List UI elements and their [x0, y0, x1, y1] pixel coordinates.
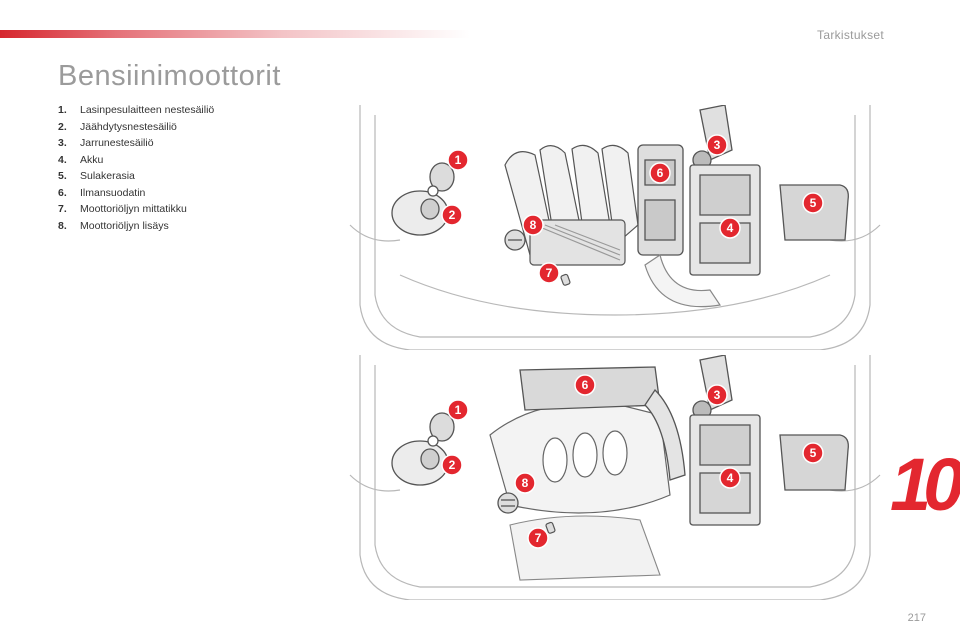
svg-text:1: 1: [455, 153, 462, 167]
callout-8: 8: [514, 472, 536, 494]
section-title: Tarkistukset: [817, 28, 884, 42]
oil-filler-cap: [497, 492, 519, 514]
legend-number: 8.: [58, 219, 67, 232]
page-title: Bensiinimoottorit: [58, 60, 281, 92]
legend-number: 6.: [58, 186, 67, 199]
header-accent-bar: [0, 30, 470, 38]
air-filter-box: [637, 144, 684, 256]
engine-diagram-bottom: 1 2 3 4 5 6 7 8: [349, 355, 881, 600]
engine-block: [504, 144, 639, 266]
callout-7: 7: [527, 527, 549, 549]
callout-6: 6: [649, 162, 671, 184]
washer-reservoir: [391, 412, 455, 486]
svg-text:2: 2: [449, 458, 456, 472]
legend-number: 7.: [58, 203, 67, 215]
svg-text:3: 3: [714, 388, 721, 402]
legend-item: 5. Sulakerasia: [58, 168, 214, 185]
intake-hose: [644, 254, 722, 308]
svg-text:3: 3: [714, 138, 721, 152]
legend-item: 3. Jarrunestesäiliö: [58, 135, 214, 152]
svg-text:6: 6: [582, 378, 589, 392]
callout-5: 5: [802, 192, 824, 214]
callout-1: 1: [447, 399, 469, 421]
engine-diagram-top: 1 2 3 4 5 6 7 8: [349, 105, 881, 350]
callout-3: 3: [706, 134, 728, 156]
legend-number: 5.: [58, 170, 67, 182]
dipstick-handle: [545, 521, 556, 534]
component-legend: 1. Lasinpesulaitteen nestesäiliö 2. Jäähdy…: [58, 102, 214, 234]
svg-text:1: 1: [455, 403, 462, 417]
callout-8: 8: [522, 214, 544, 236]
legend-item: 8. Moottoriöljyn lisäys: [58, 218, 214, 235]
legend-item: 2. Jäähdytysnestesäiliö: [58, 119, 214, 136]
legend-label: Jäähdytysnestesäiliö: [80, 120, 177, 133]
page-number: 217: [907, 612, 926, 624]
legend-number: 3.: [58, 137, 67, 149]
svg-text:4: 4: [727, 221, 734, 235]
legend-label: Akku: [80, 153, 104, 166]
callout-6: 6: [574, 374, 596, 396]
dipstick-handle: [560, 273, 571, 286]
legend-label: Moottoriöljyn lisäys: [80, 219, 169, 232]
svg-text:5: 5: [810, 196, 817, 210]
svg-text:8: 8: [522, 476, 529, 490]
legend-label: Jarrunestesäiliö: [80, 137, 154, 149]
svg-text:7: 7: [546, 266, 553, 280]
callout-4: 4: [719, 217, 741, 239]
callout-1: 1: [447, 149, 469, 171]
callout-2: 2: [441, 454, 463, 476]
svg-text:4: 4: [727, 471, 734, 485]
legend-item: 1. Lasinpesulaitteen nestesäiliö: [58, 102, 214, 119]
legend-label: Moottoriöljyn mittatikku: [80, 203, 187, 215]
callout-3: 3: [706, 384, 728, 406]
svg-text:8: 8: [530, 218, 537, 232]
lower-engine: [509, 515, 661, 581]
legend-label: Lasinpesulaitteen nestesäiliö: [80, 104, 215, 116]
callout-7: 7: [538, 262, 560, 284]
svg-text:2: 2: [449, 208, 456, 222]
chapter-number: 10: [890, 443, 960, 526]
svg-text:6: 6: [657, 166, 664, 180]
callout-5: 5: [802, 442, 824, 464]
legend-item: 4. Akku: [58, 152, 214, 169]
legend-label: Sulakerasia: [80, 170, 135, 182]
legend-item: 6. Ilmansuodatin: [58, 185, 214, 202]
legend-number: 2.: [58, 120, 67, 133]
engine-cover: [489, 402, 671, 514]
legend-label: Ilmansuodatin: [80, 186, 146, 199]
svg-text:5: 5: [810, 446, 817, 460]
callout-2: 2: [441, 204, 463, 226]
svg-text:7: 7: [535, 531, 542, 545]
oil-filler-cap: [504, 229, 526, 251]
washer-reservoir: [391, 162, 455, 236]
legend-item: 7. Moottoriöljyn mittatikku: [58, 201, 214, 218]
legend-number: 4.: [58, 153, 67, 166]
legend-number: 1.: [58, 104, 67, 116]
callout-4: 4: [719, 467, 741, 489]
